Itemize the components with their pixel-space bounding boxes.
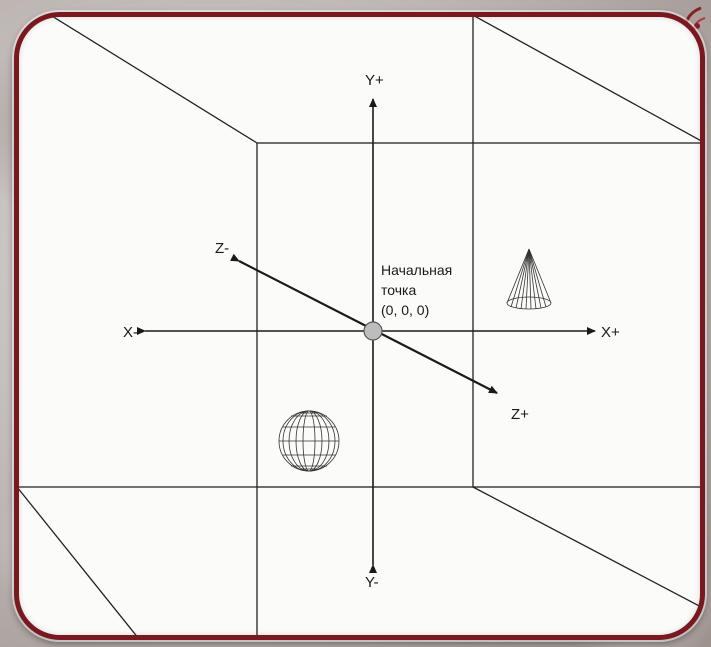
z-minus-label: Z- [215,240,229,257]
z-plus-label: Z+ [511,406,529,423]
y-minus-label: Y- [365,574,379,591]
floor-edge-front-left [19,488,137,635]
cone-icon [506,248,552,310]
y-plus-label: Y+ [365,72,384,89]
floor-edge-right [472,486,700,608]
origin-label-line1: Начальная [381,262,452,278]
x-minus-label: X- [123,324,138,341]
origin-label-line2: точка [381,282,416,298]
ceiling-edge-left [52,17,258,144]
perspective-box [19,17,700,635]
origin-label-line3: (0, 0, 0) [381,302,429,318]
sphere-icon [278,410,340,472]
back-wall [256,142,700,488]
diagram-frame: Y+ Y- X- X+ Z- Z+ Начальная точка (0, 0,… [14,12,705,640]
origin-point [363,321,383,341]
coordinate-system-diagram: Y+ Y- X- X+ Z- Z+ Начальная точка (0, 0,… [19,17,700,635]
ceiling-edge-right [474,17,700,141]
x-plus-label: X+ [601,324,620,341]
